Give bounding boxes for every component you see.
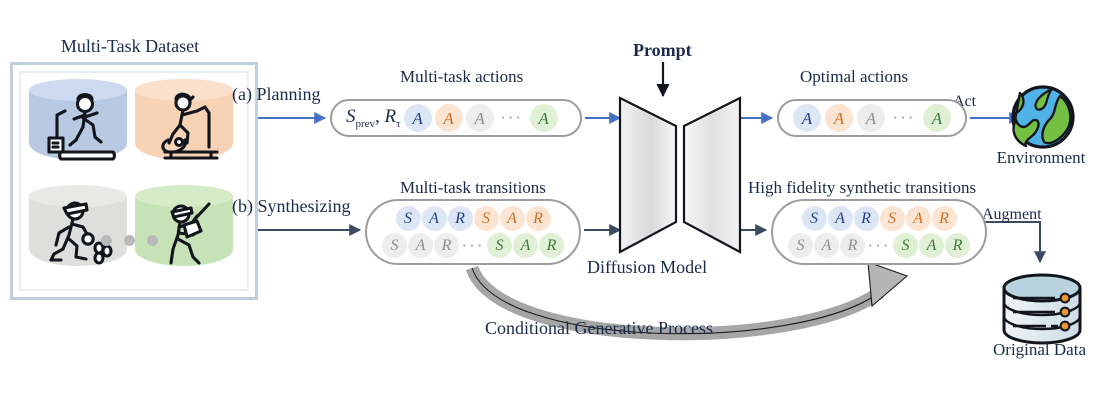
token-ellipsis: ··· <box>867 235 891 255</box>
token-s-gray: S <box>382 233 407 258</box>
state-reward-prefix: Sprev, Rτ <box>346 106 401 130</box>
multitask-transitions-label: Multi-task transitions <box>400 178 546 197</box>
token-a-gray: A <box>814 233 839 258</box>
dataset-panel-inner-border <box>19 71 249 291</box>
environment-globe-icon <box>1011 85 1075 149</box>
token-r-orange: R <box>525 206 551 231</box>
token-ellipsis: ··· <box>500 108 524 127</box>
token-s-green: S <box>487 233 512 258</box>
token-a-gray: A <box>465 104 494 132</box>
token-a-green: A <box>919 233 944 258</box>
original-data-label: Original Data <box>993 340 1086 359</box>
token-s-green: S <box>893 233 918 258</box>
dataset-title: Multi-Task Dataset <box>60 36 200 56</box>
token-r-gray: R <box>434 233 459 258</box>
dataset-cylinder-fielding[interactable] <box>29 185 127 277</box>
exercise-bike-icon <box>161 92 219 160</box>
token-a-green: A <box>923 104 951 132</box>
token-ellipsis: ··· <box>461 235 485 255</box>
prompt-label: Prompt <box>633 40 692 60</box>
token-ellipsis: ··· <box>892 108 916 127</box>
planning-label: (a) Planning <box>232 84 321 104</box>
token-r-blue: R <box>447 206 473 231</box>
baseball-batter-icon <box>169 202 211 265</box>
multitask-actions-label: Multi-task actions <box>400 67 524 86</box>
environment-label: Environment <box>996 148 1086 167</box>
token-a-blue: A <box>421 206 447 231</box>
token-r-green: R <box>945 233 970 258</box>
dataset-cylinder-batting[interactable] <box>135 185 233 277</box>
token-r-blue: R <box>853 206 879 231</box>
dataset-cylinder-treadmill[interactable] <box>29 79 127 171</box>
token-a-orange: A <box>499 206 525 231</box>
optimal-actions-label: Optimal actions <box>800 67 909 86</box>
token-s-blue: S <box>395 206 421 231</box>
token-a-blue: A <box>403 104 432 132</box>
token-r-green: R <box>539 233 564 258</box>
conditional-generative-process-label: Conditional Generative Process <box>485 318 713 338</box>
token-a-green: A <box>513 233 538 258</box>
token-a-blue: A <box>827 206 853 231</box>
token-a-blue: A <box>793 104 821 132</box>
token-a-gray: A <box>857 104 885 132</box>
token-a-gray: A <box>408 233 433 258</box>
token-a-green: A <box>529 104 558 132</box>
token-a-orange: A <box>434 104 463 132</box>
multi-task-dataset-panel <box>10 62 258 300</box>
token-r-gray: R <box>840 233 865 258</box>
dataset-cylinder-cycling[interactable] <box>135 79 233 171</box>
token-a-orange: A <box>825 104 853 132</box>
token-s-orange: S <box>473 206 499 231</box>
synthesizing-label: (b) Synthesizing <box>232 196 351 216</box>
augment-label: Augment <box>982 206 1042 223</box>
token-s-blue: S <box>801 206 827 231</box>
high-fidelity-label: High fidelity synthetic transitions <box>748 178 977 197</box>
treadmill-runner-icon <box>47 92 116 161</box>
token-a-orange: A <box>905 206 931 231</box>
diffusion-model-label: Diffusion Model <box>587 257 708 277</box>
bowling-figure-icon <box>49 201 113 265</box>
token-r-orange: R <box>931 206 957 231</box>
token-s-gray: S <box>788 233 813 258</box>
diffusion-model-shape <box>618 96 742 254</box>
dataset-ellipsis-dots <box>101 233 177 246</box>
token-s-orange: S <box>879 206 905 231</box>
original-data-database-icon <box>1002 273 1082 345</box>
